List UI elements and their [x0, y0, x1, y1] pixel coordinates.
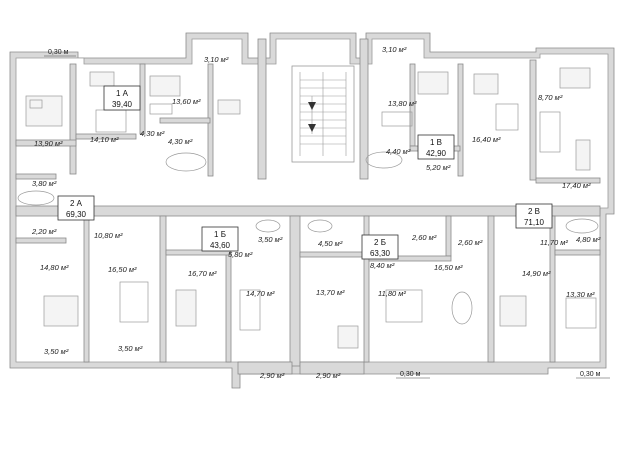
room-area: 3,80 м² [32, 179, 57, 188]
unit-label: 2 В 71,10 [515, 203, 553, 229]
room-area: 8,70 м² [538, 93, 563, 102]
room-area: 16,70 м² [188, 269, 217, 278]
furniture [17, 67, 599, 349]
room-area: 13,60 м² [172, 97, 201, 106]
unit-area: 42,90 [426, 149, 447, 158]
room-area: 3,50 м² [118, 344, 143, 353]
unit-code: 2 А [70, 199, 83, 208]
room-area: 3,10 м² [204, 55, 229, 64]
room-area: 14,70 м² [246, 289, 275, 298]
dimension: 0,30 м [44, 49, 76, 57]
unit-area: 43,60 [210, 241, 231, 250]
unit-label: 2 А 69,30 [57, 195, 95, 221]
room-area: 13,30 м² [566, 290, 595, 299]
dimension-label: 0,30 м [580, 371, 601, 378]
dimension-label: 0,30 м [48, 49, 69, 56]
unit-code: 2 В [528, 207, 540, 216]
room-area: 4,30 м² [140, 129, 165, 138]
unit-code: 1 Б [214, 230, 226, 239]
dimension: 0,30 м [576, 371, 610, 379]
room-area: 2,20 м² [31, 227, 57, 236]
room-area: 11,80 м² [378, 289, 406, 298]
room-area: 8,40 м² [370, 261, 395, 270]
room-area: 2,60 м² [411, 233, 437, 242]
room-area: 5,80 м² [228, 250, 253, 259]
dimension: 0,30 м [396, 371, 430, 379]
unit-label: 1 Б 43,60 [201, 226, 239, 252]
room-area: 2,60 м² [457, 238, 483, 247]
stairwell [291, 65, 355, 163]
room-area: 3,10 м² [382, 45, 407, 54]
room-area: 3,50 м² [44, 347, 69, 356]
unit-area: 39,40 [112, 100, 133, 109]
unit-area: 71,10 [524, 218, 545, 227]
unit-code: 1 А [116, 89, 129, 98]
unit-area: 69,30 [66, 210, 87, 219]
room-area: 3,50 м² [258, 235, 283, 244]
unit-code: 2 Б [374, 238, 386, 247]
dimension-label: 0,30 м [400, 371, 421, 378]
unit-label: 2 Б 63,30 [361, 234, 399, 260]
room-area: 14,80 м² [40, 263, 69, 272]
room-area: 2,90 м² [315, 371, 341, 380]
room-area: 17,40 м² [562, 181, 591, 190]
unit-label: 1 А 39,40 [103, 85, 141, 111]
room-area: 4,80 м² [576, 235, 601, 244]
unit-labels: 1 А 39,40 1 В 42,90 2 А 69,30 2 В 71,10 … [57, 85, 553, 260]
room-area: 4,40 м² [386, 147, 411, 156]
room-area: 4,30 м² [168, 137, 193, 146]
room-area: 16,40 м² [472, 135, 501, 144]
room-area: 14,10 м² [90, 135, 119, 144]
room-area: 16,50 м² [108, 265, 137, 274]
room-area: 13,80 м² [388, 99, 417, 108]
room-area: 4,50 м² [318, 239, 343, 248]
room-area-labels: 3,10 м² 3,10 м² 13,60 м² 13,80 м² 8,70 м… [31, 45, 601, 380]
dimension-markers: 0,30 м 0,30 м 0,30 м [44, 49, 610, 379]
room-area: 10,80 м² [94, 231, 123, 240]
unit-label: 1 В 42,90 [417, 134, 455, 160]
unit-area: 63,30 [370, 249, 391, 258]
room-area: 13,90 м² [34, 139, 63, 148]
room-area: 2,90 м² [259, 371, 285, 380]
room-area: 11,70 м² [540, 238, 568, 247]
room-area: 16,50 м² [434, 263, 463, 272]
room-area: 13,70 м² [316, 288, 345, 297]
corridor-walls [15, 38, 601, 375]
room-area: 14,90 м² [522, 269, 551, 278]
unit-code: 1 В [430, 138, 442, 147]
room-area: 5,20 м² [426, 163, 451, 172]
